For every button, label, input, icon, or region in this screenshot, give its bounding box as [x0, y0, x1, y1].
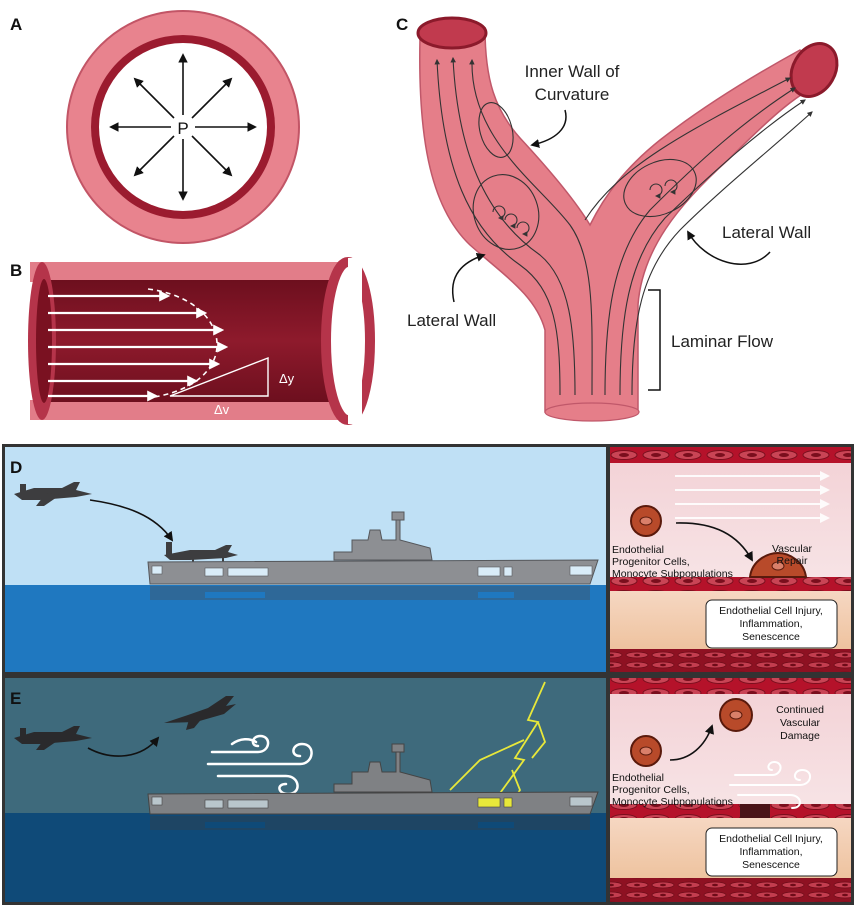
- panel-e: E: [2, 675, 854, 905]
- homing-arrow: [675, 522, 753, 562]
- panel-d-letter: D: [10, 458, 22, 477]
- lateral-wall-left-label: Lateral Wall: [407, 311, 496, 330]
- e-injury-label-2: Inflammation,: [739, 846, 802, 858]
- damage-inset-muscle: [610, 878, 851, 902]
- jet-approaching: [14, 482, 92, 506]
- continued-damage-label-2: Vascular: [780, 717, 821, 729]
- e-cells-label-1: Endothelial: [612, 772, 664, 784]
- panel-e-sea: [5, 813, 606, 902]
- d-injury-label-1: Endothelial Cell Injury,: [719, 605, 823, 617]
- panel-d: D: [2, 444, 854, 675]
- e-injury-label-3: Senescence: [742, 859, 800, 871]
- velocity-arrows: [48, 290, 229, 402]
- velocity-profile-curve: [147, 288, 218, 399]
- continued-damage-label-1: Continued: [776, 704, 824, 716]
- repair-inset-muscle: [610, 649, 851, 672]
- vessel-wall-top: [30, 262, 348, 282]
- d-injury-label-2: Inflammation,: [739, 618, 802, 630]
- vessel-opening-bottom: [544, 402, 640, 422]
- vascular-repair-label-1: Vascular: [772, 543, 813, 555]
- d-injury-box: [705, 599, 838, 649]
- panel-b: B Δy Δv: [10, 257, 375, 425]
- e-injury-label-1: Endothelial Cell Injury,: [719, 833, 823, 845]
- inner-wall-pointer: [530, 109, 567, 148]
- detached-cell-nucleus: [729, 710, 743, 720]
- d-cells-label-1: Endothelial: [612, 544, 664, 556]
- delta-y-label: Δy: [279, 371, 295, 386]
- continued-damage-label-3: Damage: [780, 730, 820, 742]
- panel-c: C Inner Wall of Curvature Lateral Wall: [396, 15, 839, 422]
- d-injury-label-3: Senescence: [742, 631, 800, 643]
- shear-triangle: [169, 356, 269, 397]
- progenitor-cell-nucleus: [639, 516, 653, 526]
- repair-inset-endothelium-bottom: [610, 577, 851, 591]
- vessel-opening-left-inner: [36, 279, 52, 403]
- e-cells-label-3: Monocyte Subpopulations: [612, 796, 733, 808]
- lateral-wall-left-pointer: [452, 253, 486, 303]
- vascular-repair-label-2: Repair: [777, 555, 808, 567]
- jet-approaching-e: [14, 726, 92, 750]
- vessel-opening-top-left: [416, 16, 488, 50]
- panel-a: A P: [10, 10, 300, 244]
- panel-b-letter: B: [10, 261, 22, 280]
- turbulent-flow-icon: [729, 760, 811, 809]
- aircraft-carrier-e: [147, 743, 599, 815]
- d-cells-label-2: Progenitor Cells,: [612, 556, 690, 568]
- lateral-wall-right-label: Lateral Wall: [722, 223, 811, 242]
- carrier-reflection-e: [150, 816, 590, 830]
- d-cells-label-3: Monocyte Subpopulations: [612, 568, 733, 580]
- inner-wall-label-2: Curvature: [535, 85, 610, 104]
- laminar-flow-bracket: [648, 289, 661, 391]
- aborted-landing-arrow: [87, 736, 160, 757]
- jet-climbing: [164, 696, 236, 730]
- bifurcation-vessel: [419, 27, 832, 419]
- damage-inset-endothelium-bottom: [610, 804, 851, 818]
- progenitor-cell-e-nucleus: [639, 746, 653, 756]
- vessel-opening-top-right: [789, 42, 839, 98]
- panel-a-letter: A: [10, 15, 22, 34]
- diverted-cell-arrow: [669, 724, 714, 761]
- damage-inset-endothelium-top: [610, 678, 851, 694]
- inner-wall-label-1: Inner Wall of: [525, 62, 620, 81]
- vessel-right-cover: [348, 258, 362, 424]
- repairing-cell-nucleus: [771, 561, 785, 571]
- aircraft-carrier: [147, 511, 599, 585]
- pressure-label: P: [177, 119, 188, 138]
- e-cells-label-2: Progenitor Cells,: [612, 784, 690, 796]
- e-injury-box: [705, 827, 838, 877]
- vessel-wall-bottom: [30, 400, 348, 420]
- delta-v-label: Δv: [214, 402, 230, 417]
- carrier-reflection: [150, 586, 590, 600]
- lateral-wall-right-pointer: [687, 230, 771, 265]
- repair-inset-endothelium-top: [610, 447, 851, 463]
- panel-d-sea: [5, 585, 606, 672]
- pressure-arrows: [109, 53, 257, 201]
- panel-e-letter: E: [10, 689, 21, 708]
- landing-path-arrow: [89, 499, 174, 542]
- endothelial-gap: [740, 804, 770, 818]
- jet-landed: [164, 542, 238, 562]
- laminar-flow-lines: [675, 471, 830, 523]
- flow-streamlines: [434, 56, 813, 396]
- laminar-flow-label: Laminar Flow: [671, 332, 774, 351]
- panel-c-letter: C: [396, 15, 408, 34]
- vessel-lumen-section: [42, 280, 348, 402]
